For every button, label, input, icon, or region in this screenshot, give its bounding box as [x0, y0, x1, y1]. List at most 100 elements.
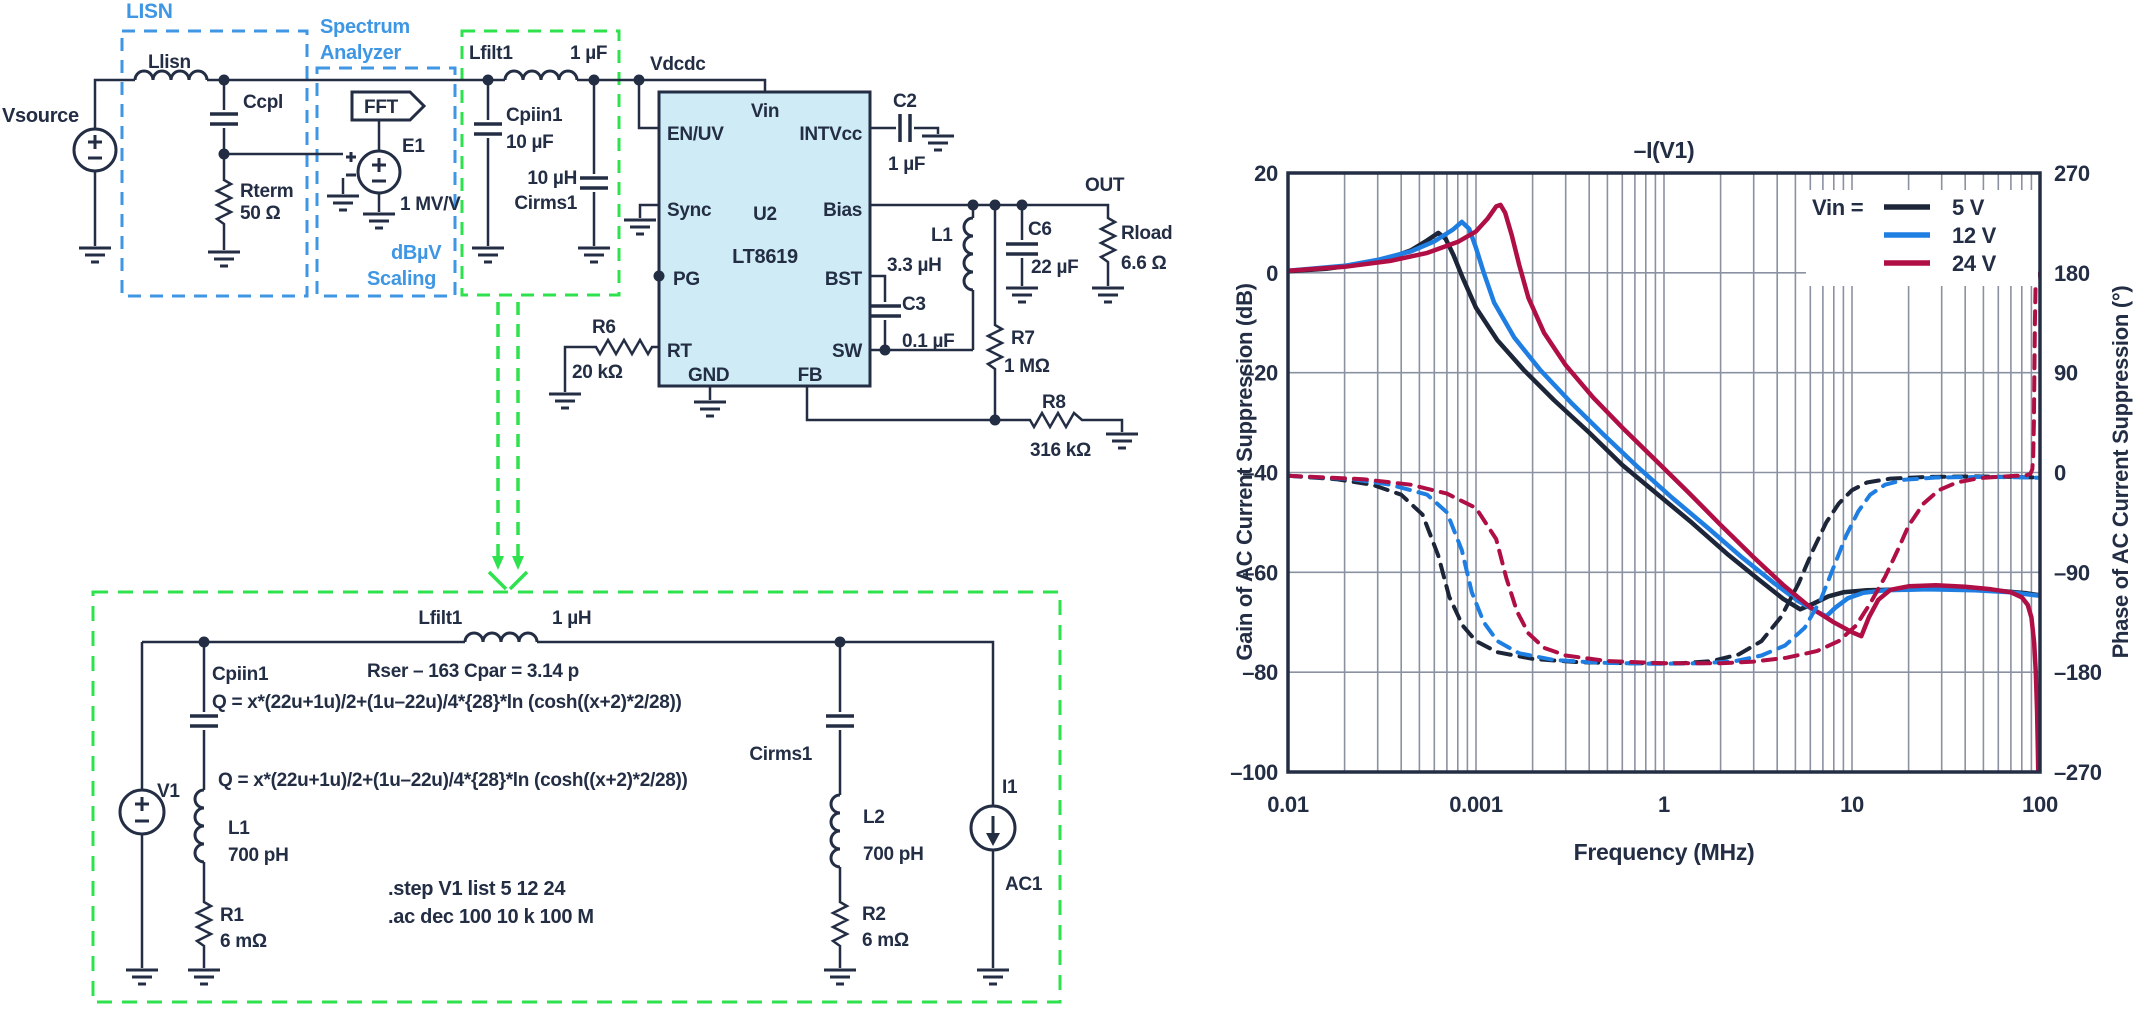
eq-rser-cpar: Rser – 163 Cpar = 3.14 p	[367, 661, 579, 682]
legend-entry-24V: 24 V	[1952, 251, 1997, 276]
y-left-tick: –20	[1242, 361, 1278, 386]
pin-intvcc: INTVcc	[799, 124, 862, 145]
y-left-tick: –100	[1230, 760, 1278, 785]
eq-cpiin1-formula: Q = x*(22u+1u)/2+(1u–22u)/4*{28}*ln (cos…	[212, 692, 682, 713]
equivalent-circuit-box	[91, 590, 1062, 1004]
curves	[1288, 202, 2040, 772]
y-axis-right-label: Phase of AC Current Suppression (°)	[2108, 286, 2133, 659]
rload-value: 6.6 Ω	[1121, 253, 1166, 274]
y-right-tick: 270	[2054, 161, 2090, 186]
eq-l2-label: L2	[863, 807, 885, 828]
eq-lfilt1-label: Lfilt1	[418, 608, 462, 629]
pin-pg: PG	[673, 269, 700, 290]
c3-value: 0.1 µF	[902, 331, 954, 352]
x-tick: 0.001	[1449, 792, 1503, 817]
x-axis-label: Frequency (MHz)	[1574, 839, 1755, 865]
chip-part: LT8619	[732, 246, 798, 268]
spectrum-analyzer-box	[315, 66, 457, 298]
c2-label: C2	[893, 91, 917, 112]
eq-r2-label: R2	[862, 904, 886, 925]
out-label: OUT	[1085, 175, 1125, 196]
pin-bias: Bias	[823, 200, 862, 221]
filter-box	[460, 29, 621, 297]
legend: Vin = 5 V 12 V 24 V	[1806, 190, 2038, 286]
l1-label: L1	[931, 225, 953, 246]
node-dots	[198, 74, 1028, 648]
spice-directive-ac: .ac dec 100 10 k 100 M	[388, 906, 594, 928]
eq-r1-label: R1	[220, 905, 244, 926]
cpiin1-label: Cpiin1	[506, 105, 563, 126]
gain-curve-24V	[1288, 202, 2040, 772]
eq-l2-value: 700 pH	[863, 844, 924, 865]
rterm-value: 50 Ω	[240, 203, 281, 224]
c2-value: 1 µF	[888, 154, 925, 175]
phase-curve-5V	[1288, 473, 2040, 666]
rterm-label: Rterm	[240, 181, 293, 202]
lt8619-chip	[657, 90, 872, 388]
phase-curve-12V	[1288, 473, 2040, 666]
y-right-tick: 90	[2054, 361, 2078, 386]
i1-arrow-head	[986, 833, 1000, 846]
wires	[93, 78, 1124, 968]
expansion-arrow	[487, 302, 529, 591]
cirms1-value: 10 µH	[527, 168, 577, 189]
v1-source-symbol	[118, 788, 166, 836]
y-axis-left-label: Gain of AC Current Suppression (dB)	[1232, 283, 1257, 660]
eq-cirms1-formula: Q = x*(22u+1u)/2+(1u–22u)/4*{28}*ln (cos…	[218, 770, 688, 791]
r7-label: R7	[1011, 328, 1035, 349]
chip-refdes: U2	[753, 204, 777, 225]
eq-ac1-label: AC1	[1005, 874, 1043, 895]
vdcdc-label: Vdcdc	[650, 54, 706, 75]
e1-gain-label: 1 MV/V	[400, 194, 461, 215]
eq-l1-value: 700 pH	[228, 845, 289, 866]
spice-directive-step: .step V1 list 5 12 24	[388, 878, 566, 900]
legend-title: Vin =	[1812, 195, 1863, 220]
y-right-tick: 180	[2054, 261, 2090, 286]
eq-cpiin1-label: Cpiin1	[212, 664, 269, 685]
y-right-tick: –270	[2054, 760, 2102, 785]
y-left-tick: 20	[1254, 161, 1278, 186]
pin-bst: BST	[825, 269, 863, 290]
legend-entry-12V: 12 V	[1952, 223, 1997, 248]
inductor-coils	[133, 69, 974, 869]
spectrum-title-2: Analyzer	[320, 42, 401, 64]
plot-frame	[1286, 171, 2042, 774]
r8-value: 316 kΩ	[1030, 440, 1091, 461]
llisn-label: Llisn	[148, 52, 191, 73]
fft-label: FFT	[364, 97, 399, 118]
dbuv-label-1: dBµV	[391, 242, 442, 264]
chart-title: –I(V1)	[1634, 137, 1695, 163]
lfilt1-value: 1 µF	[570, 43, 607, 64]
y-right-tick: 0	[2054, 461, 2066, 486]
r6-label: R6	[592, 317, 616, 338]
ccpl-label: Ccpl	[243, 92, 283, 113]
y-left-tick: 0	[1266, 261, 1278, 286]
lisn-box	[120, 29, 309, 298]
fft-flag	[350, 90, 427, 122]
vsource-label: Vsource	[2, 105, 79, 127]
spectrum-title-1: Spectrum	[320, 16, 410, 38]
lfilt1-label: Lfilt1	[469, 43, 513, 64]
gain-curve-12V	[1288, 219, 2040, 619]
r8-label: R8	[1042, 392, 1066, 413]
chart: Vin =5 V12 V24 V200–20–40–60–80–10027018…	[1230, 137, 2133, 865]
cirms1-label: Cirms1	[514, 193, 577, 214]
rload-label: Rload	[1121, 223, 1172, 244]
y-left-tick: –60	[1242, 560, 1278, 585]
pin-sw: SW	[832, 341, 862, 362]
chart-dynamic: Vin =5 V12 V24 V200–20–40–60–80–10027018…	[1230, 161, 2102, 817]
lisn-title: LISN	[126, 0, 173, 23]
l1-value: 3.3 µH	[887, 255, 942, 276]
eq-v1-label: V1	[157, 781, 180, 802]
pin-rt: RT	[667, 341, 692, 362]
vsource-symbol	[72, 127, 118, 173]
eq-r1-value: 6 mΩ	[220, 931, 267, 952]
pin-enuv: EN/UV	[667, 124, 724, 145]
eq-lfilt1-value: 1 µH	[552, 608, 591, 629]
eq-cirms1-label: Cirms1	[749, 744, 812, 765]
ground-symbols	[79, 134, 1138, 986]
legend-entry-5V: 5 V	[1952, 195, 1985, 220]
pin-fb: FB	[798, 365, 823, 386]
